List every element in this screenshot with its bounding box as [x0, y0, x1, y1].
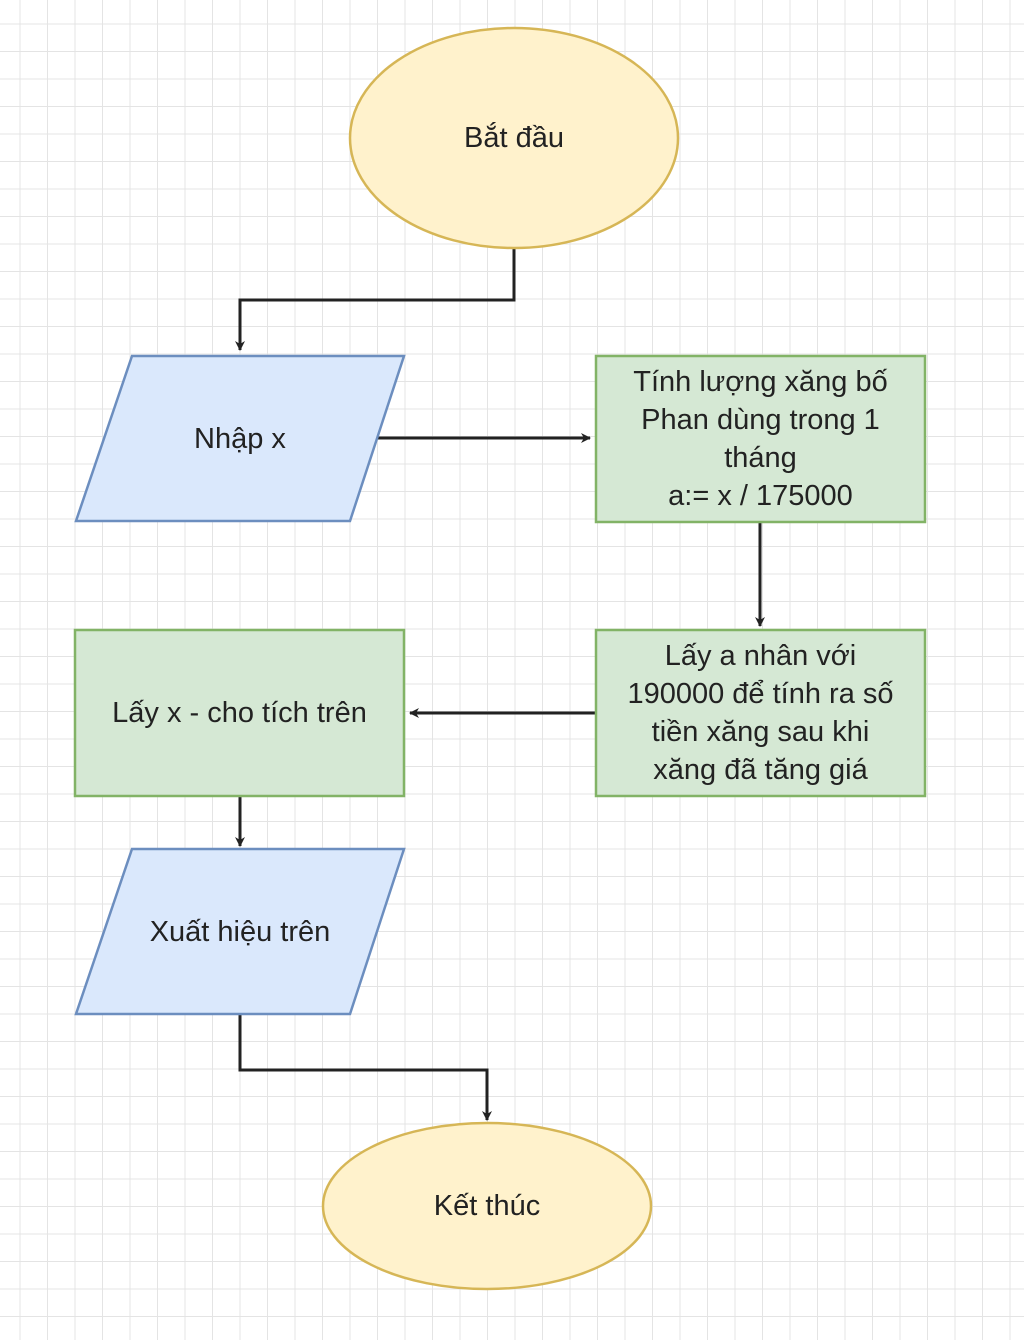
edge-start-to-input — [235, 247, 516, 351]
output-parallelogram[interactable] — [74, 847, 406, 1016]
compute-process[interactable] — [594, 354, 927, 524]
input-parallelogram[interactable] — [74, 354, 406, 523]
edge-output-to-end — [238, 1015, 492, 1121]
start-terminal[interactable] — [348, 26, 680, 250]
end-terminal[interactable] — [321, 1121, 653, 1291]
subtract-process[interactable] — [73, 628, 406, 798]
multiply-process[interactable] — [594, 628, 927, 798]
